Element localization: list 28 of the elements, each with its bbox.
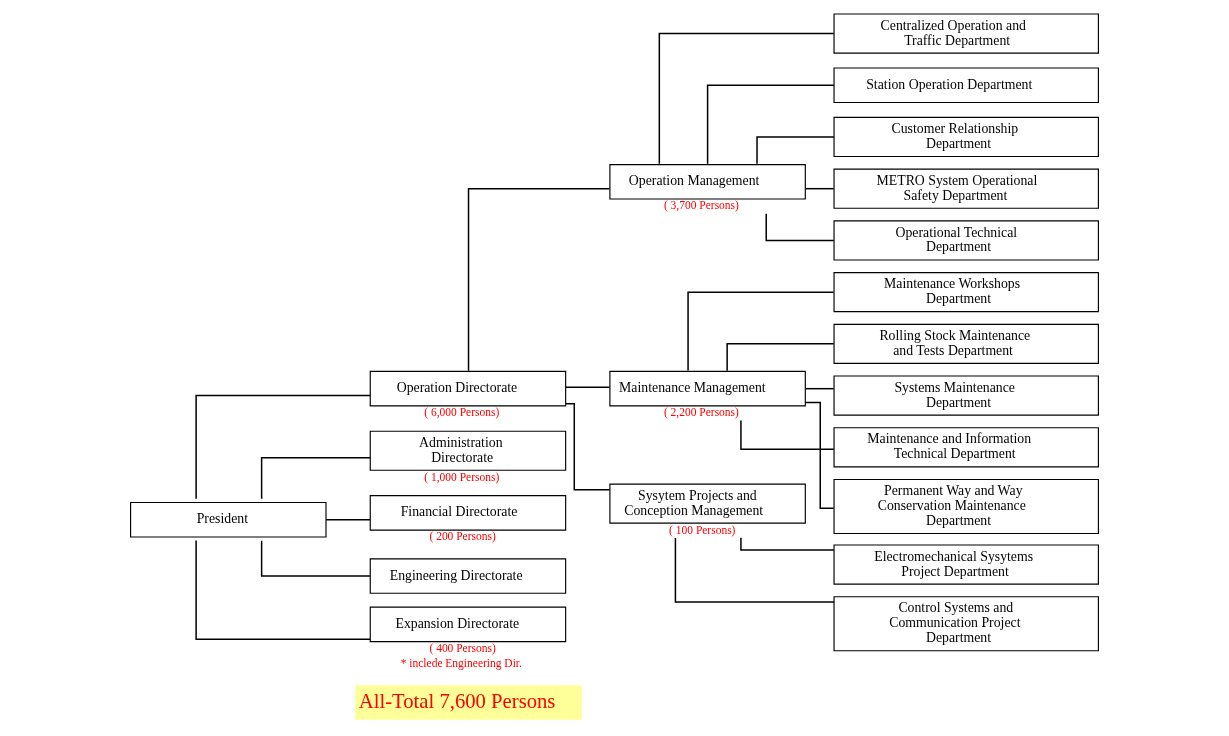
node-label: ( 200 Persons)	[429, 530, 496, 543]
connector	[195, 539, 371, 640]
node-label: ( 400 Persons)	[429, 641, 496, 654]
node-box: All-Total 7,600 Persons	[355, 685, 582, 720]
connector	[804, 401, 835, 509]
connector	[756, 136, 835, 165]
connector	[260, 539, 371, 577]
node-label: ( 3,700 Persons)	[663, 199, 739, 212]
node-label: * inclede Engineering Dir.	[400, 656, 522, 669]
connector	[467, 187, 611, 372]
connector	[260, 456, 371, 500]
connector	[726, 343, 835, 372]
node-label: ( 2,200 Persons)	[663, 406, 739, 419]
connector	[804, 187, 835, 190]
connector	[706, 84, 835, 165]
connector	[740, 419, 835, 451]
connector	[674, 537, 835, 603]
connector	[325, 518, 371, 521]
connector	[565, 386, 611, 389]
connector	[765, 212, 835, 242]
node-label: ( 100 Persons)	[669, 523, 736, 536]
node-label: ( 1,000 Persons)	[424, 470, 500, 483]
connector	[687, 291, 835, 372]
node-label: ( 6,000 Persons)	[424, 406, 500, 419]
connector	[195, 394, 371, 500]
connector	[565, 403, 611, 491]
connector	[658, 32, 835, 165]
connector	[804, 387, 835, 390]
